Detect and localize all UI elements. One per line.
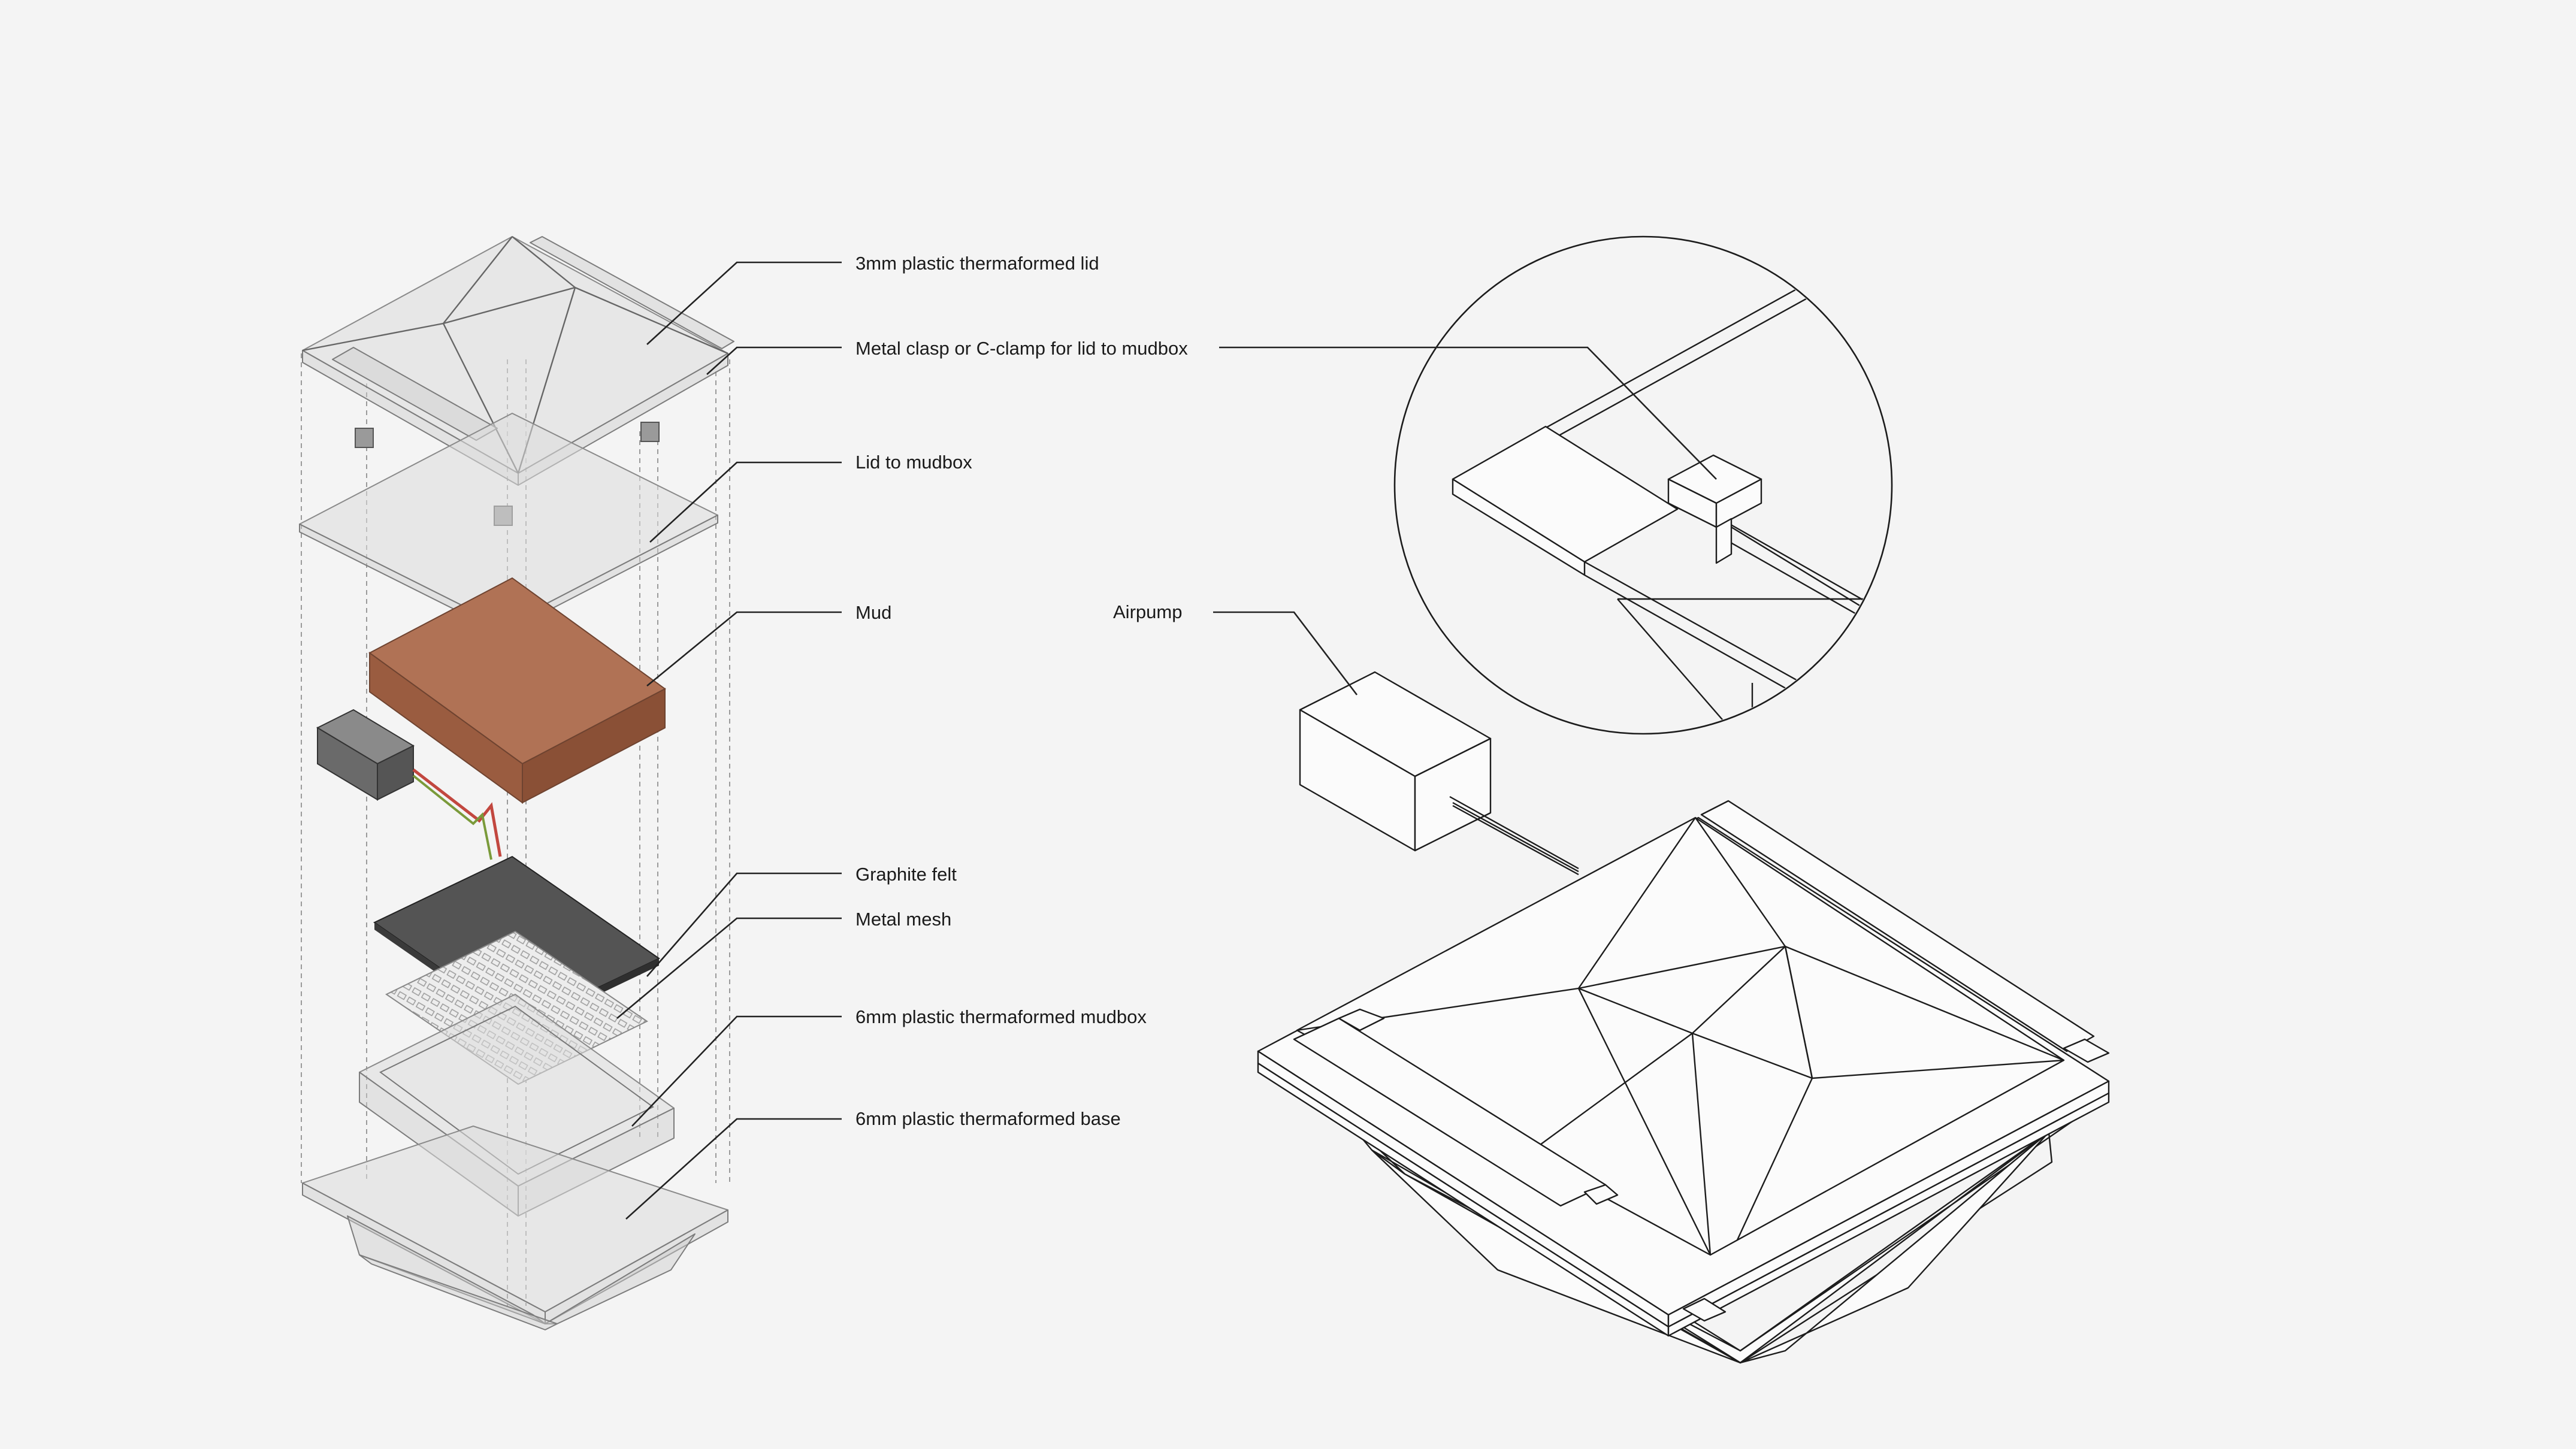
airpump-small [316, 709, 502, 860]
label-clasp: Metal clasp or C-clamp for lid to mudbox [855, 338, 1188, 359]
thermaformed-lid [302, 236, 734, 486]
label-mud: Mud [855, 602, 891, 623]
thermaformed-base [302, 1126, 728, 1330]
assembled-mudbox [1257, 800, 2110, 1364]
label-base: 6mm plastic thermaformed base [855, 1108, 1121, 1129]
label-airpump: Airpump [1113, 601, 1182, 622]
airpump-box [1213, 611, 1579, 876]
exploded-leaders [616, 261, 842, 1220]
label-lid: 3mm plastic thermaformed lid [855, 253, 1099, 274]
exploded-view [299, 236, 734, 1330]
labels: 3mm plastic thermaformed lid Metal clasp… [855, 253, 1188, 1129]
label-mudbox: 6mm plastic thermaformed mudbox [855, 1006, 1147, 1027]
label-lid-to-mudbox: Lid to mudbox [855, 452, 972, 473]
clasp-detail-callout [1219, 235, 1893, 735]
label-graphite-felt: Graphite felt [855, 864, 957, 885]
label-metal-mesh: Metal mesh [855, 909, 951, 930]
mud-block [368, 577, 666, 804]
assembled-view [1213, 235, 2110, 1364]
